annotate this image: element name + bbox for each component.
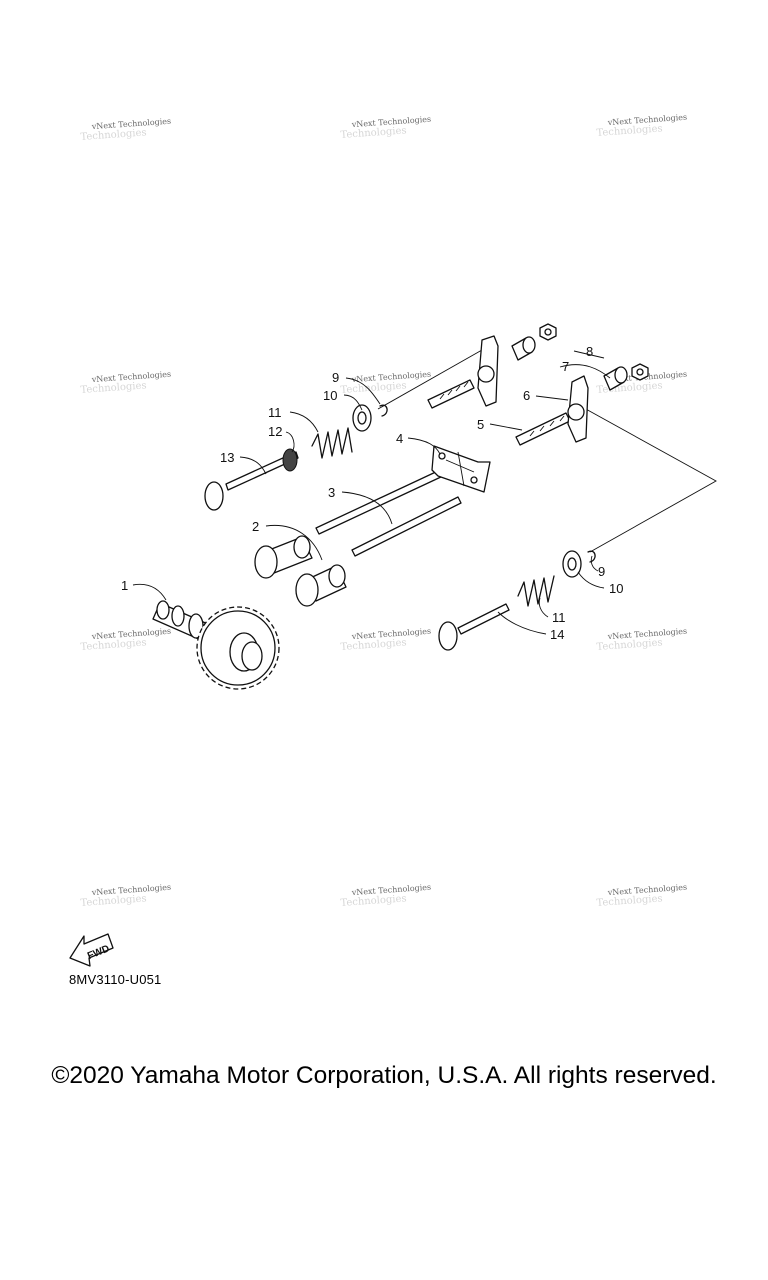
callout-6: 6 xyxy=(523,388,530,403)
callout-4: 4 xyxy=(396,431,403,446)
callout-1: 1 xyxy=(121,578,128,593)
callout-2: 2 xyxy=(252,519,259,534)
callout-10: 10 xyxy=(323,388,337,403)
watermark-layer: Technologies vNext Technologies Technolo… xyxy=(80,113,687,909)
watermark-ghost: Technologies xyxy=(340,637,407,653)
watermark-ghost: Technologies xyxy=(80,893,147,909)
callout-7: 7 xyxy=(562,359,569,374)
watermark-ghost: Technologies xyxy=(340,380,407,396)
watermark-ghost: Technologies xyxy=(340,893,407,909)
intake-valve-assembly xyxy=(204,404,388,511)
valve-lifters xyxy=(254,535,347,607)
assembly-guide-lines xyxy=(377,349,717,553)
watermark-ghost: Technologies xyxy=(596,380,663,396)
callout-12: 12 xyxy=(268,424,282,439)
callout-13: 13 xyxy=(220,450,234,465)
callout-3: 3 xyxy=(328,485,335,500)
watermark-ghost: Technologies xyxy=(80,380,147,396)
callout-leaders xyxy=(132,350,611,635)
callout-11: 11 xyxy=(552,610,566,625)
callout-9: 9 xyxy=(332,370,339,385)
adjusting-nuts xyxy=(539,323,649,381)
watermark-ghost: Technologies xyxy=(596,893,663,909)
callout-labels: 1 2 3 4 5 6 7 8 9 10 11 12 13 9 10 11 14 xyxy=(121,344,623,642)
exhaust-valve-assembly xyxy=(438,550,596,651)
callout-10: 10 xyxy=(609,581,623,596)
callout-5: 5 xyxy=(477,417,484,432)
forward-direction-badge: FWD xyxy=(69,933,114,967)
watermark-ghost: Technologies xyxy=(596,123,663,139)
rocker-studs xyxy=(427,379,571,446)
copyright-notice: ©2020 Yamaha Motor Corporation, U.S.A. A… xyxy=(51,1062,717,1089)
callout-11: 11 xyxy=(268,405,282,420)
callout-9: 9 xyxy=(598,564,605,579)
pivot-balls xyxy=(511,336,628,391)
rocker-arms xyxy=(477,335,589,443)
callout-8: 8 xyxy=(586,344,593,359)
push-rods xyxy=(315,469,462,557)
watermark-ghost: Technologies xyxy=(596,637,663,653)
callout-14: 14 xyxy=(550,627,564,642)
push-rod-guide-plate xyxy=(431,445,491,493)
camshaft xyxy=(152,600,280,690)
watermark-ghost: Technologies xyxy=(80,127,147,143)
watermark-ghost: Technologies xyxy=(340,125,407,141)
diagram-part-code: 8MV3110-U051 xyxy=(69,972,162,987)
watermark-ghost: Technologies xyxy=(80,637,147,653)
